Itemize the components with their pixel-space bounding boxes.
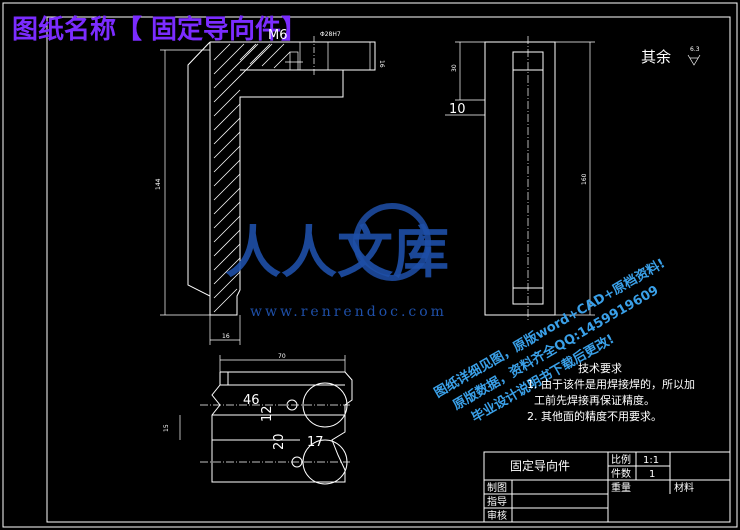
tech-req-item-3: 2. 其他面的精度不用要求。 — [527, 409, 662, 423]
scale-value: 1:1 — [643, 455, 659, 466]
roughness-icon — [687, 54, 701, 66]
qty-label: 件数 — [611, 467, 631, 480]
dim-16-right: 16 — [378, 60, 385, 68]
dim-16-bottom: 16 — [222, 333, 230, 340]
check-label: 审核 — [487, 509, 507, 522]
dim-70: 70 — [278, 353, 286, 360]
dim-fit: Φ28H7 — [320, 31, 341, 38]
tech-req-item-1: 1. 由于该件是用焊接焊的，所以加 — [527, 377, 695, 391]
dim-160: 160 — [581, 173, 588, 185]
watermark-brand: 人人文库 — [225, 220, 449, 286]
watermark-url: www.renrendoc.com — [250, 304, 447, 320]
weight-label: 重量 — [611, 481, 631, 494]
scale-label: 比例 — [611, 453, 631, 466]
dim-20: 20 — [272, 433, 287, 450]
dim-12: 12 — [260, 405, 275, 422]
drawn-label: 制图 — [487, 481, 507, 494]
dim-10: 10 — [449, 102, 466, 117]
top-view: 70 46 12 15 20 17 — [163, 353, 353, 485]
dim-30: 30 — [451, 64, 458, 72]
dim-46: 46 — [243, 393, 260, 408]
roughness-value: 6.3 — [690, 46, 700, 53]
drawing-title: 图纸名称【 固定导向件】 — [12, 14, 307, 45]
roughness-note: 其余 6.3 — [641, 46, 701, 66]
front-view: 144 16 16 M6 Φ28H7 — [155, 28, 385, 345]
dim-144: 144 — [155, 178, 162, 190]
dim-17: 17 — [307, 435, 324, 450]
qty-value: 1 — [649, 469, 655, 480]
watermark-logo-icon — [353, 203, 431, 281]
title-block: 固定导向件 比例 1:1 件数 1 重量 材料 制图 指导 审核 — [483, 451, 731, 523]
tech-req-item-2: 工前先焊接再保证精度。 — [534, 393, 655, 407]
tech-req-heading: 技术要求 — [578, 362, 622, 375]
inner-frame — [46, 16, 731, 523]
section-hatching — [213, 43, 291, 313]
material-label: 材料 — [674, 481, 694, 494]
dim-thread: M6 — [268, 28, 288, 43]
dim-15: 15 — [163, 424, 170, 432]
design-label: 指导 — [487, 495, 507, 508]
technical-requirements: 技术要求 1. 由于该件是用焊接焊的，所以加 工前先焊接再保证精度。 2. 其他… — [527, 362, 695, 423]
roughness-label: 其余 — [641, 48, 671, 66]
part-name: 固定导向件 — [510, 458, 570, 473]
side-view: 30 10 160 — [445, 36, 595, 320]
